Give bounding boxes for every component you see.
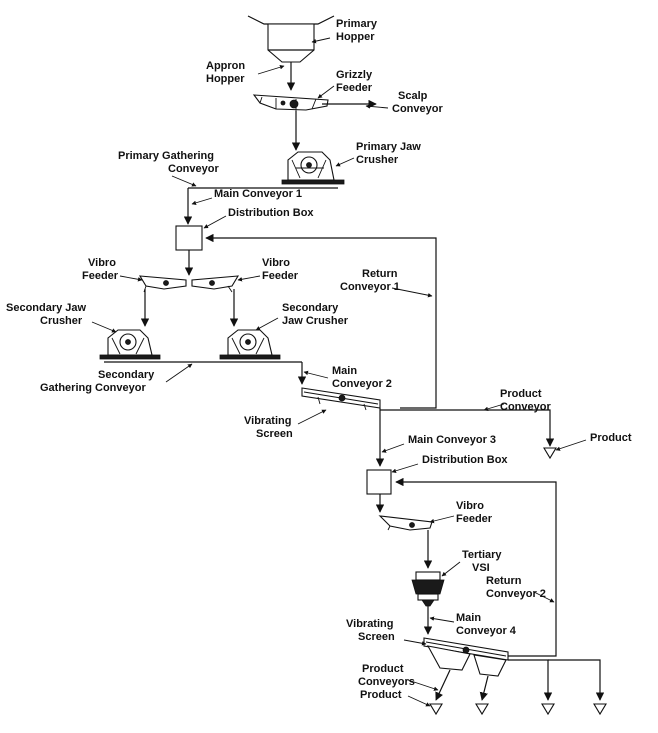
label-product-1: Product: [590, 432, 632, 444]
distribution-box-1: [175, 225, 203, 251]
label-distribution-box-2: Distribution Box: [422, 454, 508, 466]
label-distribution-box-1: Distribution Box: [228, 207, 314, 219]
label-appron-hopper: Appron Hopper: [206, 60, 248, 85]
label-product-conveyor: Product Conveyor: [500, 388, 551, 413]
label-vibro-feeder-lower: Vibro Feeder: [456, 500, 493, 525]
label-main-conveyor-3: Main Conveyor 3: [408, 434, 496, 446]
secondary-jaw-crusher-right: [219, 329, 281, 360]
return-conveyor-2-line: [395, 477, 557, 657]
label-product-conveyors: Product Conveyors: [358, 663, 415, 688]
product-pile-2d: [593, 703, 607, 716]
distribution-box-2: [366, 469, 392, 495]
primary-hopper: [247, 15, 335, 63]
return-conveyor-1-line: [205, 233, 437, 409]
label-main-conveyor-4: Main Conveyor 4: [456, 612, 517, 637]
product-conveyor-d: [548, 659, 605, 701]
product-conveyor-a: [435, 669, 451, 701]
label-secondary-jaw-crusher-left: Secondary Jaw Crusher: [6, 302, 89, 327]
product-pile-2b: [475, 703, 489, 716]
label-product-2: Product: [360, 689, 402, 701]
label-vibro-feeder-right: Vibro Feeder: [262, 257, 299, 282]
product-conveyor-line: [380, 409, 555, 447]
label-primary-hopper: Primary Hopper: [336, 18, 380, 43]
product-pile-2c: [541, 703, 555, 716]
label-secondary-gathering-conveyor: Secondary Gathering Conveyor: [40, 369, 157, 394]
label-return-conveyor-2: Return Conveyor 2: [486, 575, 546, 600]
label-primary-gathering-conveyor: Primary Gathering Conveyor: [118, 150, 219, 175]
vibro-feeder-lower: [378, 515, 433, 531]
vibrating-screen-1: [301, 387, 381, 411]
label-return-conveyor-1: Return Conveyor 1: [340, 268, 401, 293]
label-vibrating-screen-1: Vibrating Screen: [244, 415, 295, 440]
tertiary-vsi: [411, 571, 445, 607]
label-main-conveyor-1: Main Conveyor 1: [214, 188, 302, 200]
vibro-feeder-pair: [138, 275, 240, 293]
label-grizzly-feeder: Grizzly Feeder: [336, 69, 375, 94]
product-pile-2a: [429, 703, 443, 716]
vibrating-screen-2: [423, 637, 509, 677]
label-main-conveyor-2: Main Conveyor 2: [332, 365, 392, 390]
label-primary-jaw-crusher: Primary Jaw Crusher: [356, 141, 424, 166]
product-pile-1: [543, 447, 557, 460]
label-tertiary-vsi: Tertiary VSI: [462, 549, 505, 574]
secondary-jaw-crusher-left: [99, 329, 161, 360]
product-conveyor-b: [479, 675, 489, 701]
label-secondary-jaw-crusher-right: Secondary Jaw Crusher: [282, 302, 349, 327]
label-scalp-conveyor: Scalp Conveyor: [392, 90, 443, 115]
leader-lines: [91, 37, 587, 707]
label-vibro-feeder-left: Vibro Feeder: [82, 257, 119, 282]
label-vibrating-screen-2: Vibrating Screen: [346, 618, 397, 643]
primary-jaw-crusher: [281, 151, 345, 185]
product-conveyor-c: [508, 659, 553, 701]
grizzly-feeder: [252, 94, 329, 111]
